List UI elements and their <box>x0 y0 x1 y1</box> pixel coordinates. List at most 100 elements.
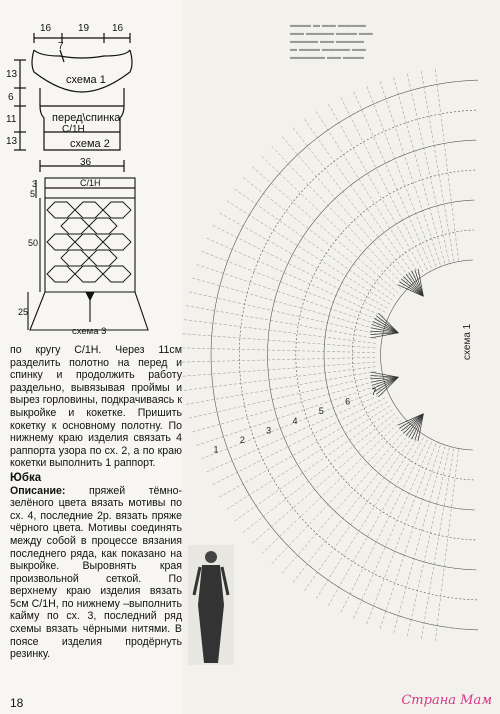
chart-row-number: 2 <box>240 435 245 445</box>
chart-stitch-ray <box>379 79 441 265</box>
chart-stitch-ray <box>315 109 420 275</box>
dim-top-left: 16 <box>40 23 52 34</box>
chart-fan-stitch <box>414 269 424 297</box>
chart-fan-stitch <box>370 376 399 380</box>
label-scheme2: схема 2 <box>70 138 110 150</box>
hexagon-motif-grid <box>46 201 132 283</box>
chart-fan-stitch <box>371 376 399 386</box>
skirt-heading: Юбка <box>10 471 42 484</box>
chart-row-arc <box>323 199 475 511</box>
blouse-schematic <box>14 33 133 172</box>
page-number: 18 <box>10 696 24 710</box>
chart-row-number: 7 <box>371 387 376 397</box>
label-front-back: перед\спинка <box>52 112 121 124</box>
chart-stitch-ray <box>217 401 388 499</box>
chart-fan-stitch <box>378 312 399 334</box>
chart-fan-stitch <box>376 376 399 395</box>
chart-fan-stitch <box>405 413 424 436</box>
model-photo <box>188 545 234 665</box>
chart-stitch-ray <box>260 420 402 556</box>
chart-row-arc <box>210 79 479 631</box>
chart-stitch-ray <box>204 237 384 317</box>
chart-stitch-ray <box>232 409 393 523</box>
dim-side-3: 11 <box>6 114 17 125</box>
chart-stitch-ray <box>365 443 437 626</box>
description-label: Описание: <box>10 484 66 497</box>
chart-fan-stitch <box>370 332 399 339</box>
skirt-schematic <box>27 177 149 331</box>
chart-stitch-ray <box>420 69 455 262</box>
chart-fan-stitch <box>399 413 424 429</box>
label-width-36: 36 <box>80 157 92 168</box>
chart-stitch-ray <box>303 117 416 278</box>
chart-stitch-ray <box>184 305 377 339</box>
chart-stitch-ray <box>194 384 380 447</box>
dim-top-middle: 19 <box>78 23 90 34</box>
chart-row-arc <box>295 169 476 541</box>
chart-row-arc <box>380 259 473 451</box>
site-watermark: Страна Мам <box>401 693 492 708</box>
chart-stitch-ray <box>406 71 450 263</box>
chart-fan-stitch <box>374 376 399 392</box>
chart-stitch-ray <box>204 393 384 473</box>
chart-fan-stitch <box>370 332 399 335</box>
chart-row-arc <box>267 139 477 571</box>
dim-side-2: 6 <box>8 92 14 103</box>
chart-stitch-ray <box>225 199 390 305</box>
chart-fan-stitch <box>372 376 399 389</box>
chart-row-number: 1 <box>214 445 219 455</box>
faded-text-block: ▬▬▬ ▬ ▬▬ ▬▬▬▬▬▬ ▬▬▬▬ ▬▬▬ ▬▬▬▬▬▬ ▬▬ ▬▬▬▬▬… <box>290 22 373 61</box>
dim-side-1: 13 <box>6 69 18 80</box>
chart-fan-stitch <box>414 413 424 441</box>
chart-row-number: 4 <box>292 416 297 426</box>
chart-fan-stitch <box>408 272 424 297</box>
dim-side-4: 13 <box>6 136 18 147</box>
dim-50: 50 <box>28 238 38 248</box>
chart-stitch-ray <box>303 432 416 593</box>
chart-fan-stitch <box>372 321 399 334</box>
chart-stitch-ray <box>225 405 390 511</box>
paragraph-top: по кругу С/1Н. Через 11см разделить поло… <box>10 344 182 470</box>
chart-row-arc <box>238 109 478 601</box>
dim-neck: 7 <box>58 41 64 52</box>
chart-fan-stitch <box>411 270 424 297</box>
chart-stitch-ray <box>339 439 428 615</box>
dim-top-right: 16 <box>112 23 124 34</box>
chart-stitch-ray <box>270 144 405 287</box>
dim-5: 5 <box>30 189 35 199</box>
chart-stitch-ray <box>315 435 420 601</box>
chart-fan-stitch <box>370 376 399 383</box>
chart-fan-stitch <box>401 413 424 432</box>
chart-stitch-ray <box>420 448 455 641</box>
chart-fan-stitch <box>417 413 424 442</box>
chart-stitch-ray <box>194 263 380 326</box>
chart-fan-stitch <box>370 371 399 378</box>
label-scheme3: схема 3 <box>72 326 106 337</box>
chart-stitch-ray <box>280 135 409 284</box>
chart-fan-stitch <box>397 413 424 426</box>
chart-stitch-ray <box>280 426 409 575</box>
skirt-description: пряжей тёмно-зелёного цвета вязать мотив… <box>10 484 182 661</box>
chart-stitch-ray <box>180 347 376 353</box>
chart-fan-stitch <box>371 324 399 334</box>
chart-stitch-ray <box>291 126 412 281</box>
chart-stitch-ray <box>190 277 379 330</box>
chart-stitch-ray <box>291 429 412 584</box>
chart-stitch-ray <box>392 446 446 635</box>
chart-row-arc <box>351 229 474 481</box>
chart-stitch-ray <box>217 211 388 309</box>
chart-stitch-ray <box>379 445 441 631</box>
chart-stitch-ray <box>339 95 428 271</box>
chart-fan-stitch <box>378 376 399 398</box>
chart-fan-stitch <box>417 268 424 297</box>
chart-stitch-ray <box>210 397 386 486</box>
label-c1n-skirt: С/1Н <box>80 178 101 188</box>
chart-stitch-ray <box>406 447 450 639</box>
chart-stitch-ray <box>187 375 378 419</box>
chart-stitch-ray <box>270 423 405 566</box>
chart-stitch-ray <box>187 291 378 335</box>
label-c1n-top: С/1Н <box>62 124 85 135</box>
dim-3: 3 <box>32 179 37 189</box>
